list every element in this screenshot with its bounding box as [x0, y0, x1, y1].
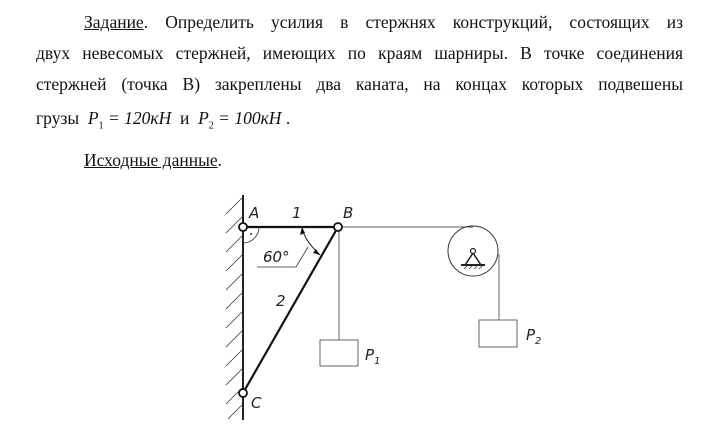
period: .: [285, 108, 291, 128]
p2-symbol: P: [198, 108, 209, 128]
p2-value: = 100кН: [218, 108, 282, 128]
load-box-p2: [478, 319, 518, 348]
label-c: C: [251, 394, 262, 412]
hinge-c: [238, 388, 248, 398]
label-b: B: [343, 204, 353, 222]
angle-arrow: [300, 227, 320, 255]
p1-value: = 120кН: [107, 108, 172, 128]
initial-data-heading: Исходные данные: [84, 150, 218, 170]
task-heading: Задание: [84, 12, 144, 32]
pulley: [447, 225, 499, 277]
label-rod-1: 1: [292, 204, 302, 222]
hinge-a: [238, 222, 248, 232]
task-line-2: двух невесомых стержней, имеющих по края…: [36, 43, 683, 63]
task-line-4: грузы P1 = 120кН и P2 = 100кН .: [36, 108, 290, 137]
label-p2: P2: [526, 326, 541, 347]
period: .: [217, 150, 222, 170]
right-angle-mark: [242, 226, 260, 244]
p1-sub: 1: [98, 120, 104, 132]
label-a: A: [248, 204, 259, 222]
task-line-3: стержней (точка В) закреплены два каната…: [36, 74, 683, 94]
task-text: . Определить усилия в стержнях конструкц…: [143, 12, 683, 32]
p2-sub: 2: [208, 120, 214, 132]
angle-arc: [301, 226, 321, 256]
and-word: и: [179, 108, 190, 128]
loads-prefix: грузы: [36, 108, 80, 128]
initial-data-line: Исходные данные.: [84, 150, 222, 170]
rod-2: [242, 226, 339, 394]
hinge-b: [333, 222, 343, 232]
pulley-support-icon: [461, 247, 485, 270]
label-angle: 60°: [263, 248, 290, 266]
load-box-p1: [319, 339, 359, 367]
task-line-1: Задание. Определить усилия в стержнях ко…: [84, 12, 683, 32]
wall-hatching: [225, 197, 243, 420]
label-p1: P1: [365, 346, 380, 367]
angle-leader: [257, 246, 309, 268]
label-rod-2: 2: [276, 292, 286, 310]
p1-symbol: P: [87, 108, 99, 128]
